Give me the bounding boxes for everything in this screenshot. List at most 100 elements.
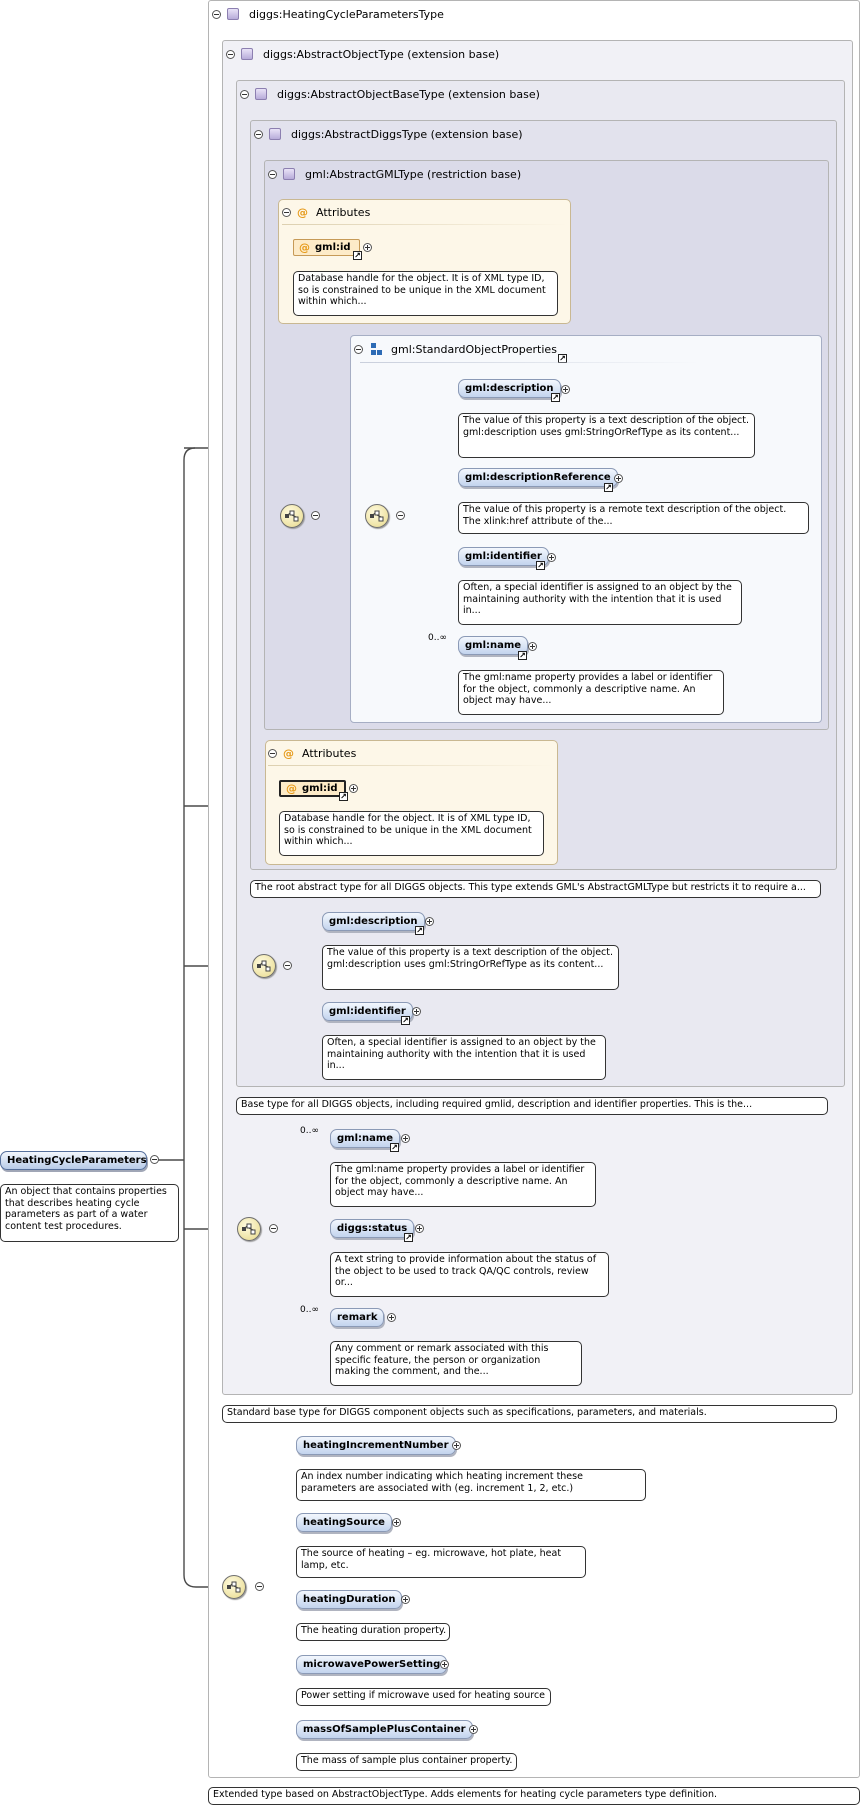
element-massofsampleplusccontainer[interactable]: massOfSamplePlusContainer — [296, 1720, 473, 1739]
group-header: gml:StandardObjectProperties — [354, 340, 557, 358]
reference-arrow-icon[interactable]: ↗ — [551, 393, 560, 402]
collapse-icon[interactable] — [212, 9, 221, 19]
expand-icon[interactable] — [401, 1595, 410, 1604]
collapse-icon[interactable] — [254, 129, 263, 139]
element-heatingsource[interactable]: heatingSource — [296, 1513, 392, 1532]
type-doc-abstractdiggstype: The root abstract type for all DIGGS obj… — [250, 880, 821, 898]
expand-icon[interactable] — [412, 1007, 421, 1016]
expand-icon[interactable] — [392, 1518, 401, 1527]
type-doc-heatingcycleparameterstype: Extended type based on AbstractObjectTyp… — [208, 1787, 860, 1805]
attribute-gml-id[interactable]: @ gml:id — [279, 780, 346, 797]
collapse-icon[interactable] — [268, 748, 277, 758]
root-element-heatingcycleparameters[interactable]: HeatingCycleParameters — [0, 1151, 147, 1170]
reference-arrow-icon[interactable]: ↗ — [401, 1016, 410, 1025]
reference-arrow-icon[interactable]: ↗ — [415, 926, 424, 935]
doc-annotation: The source of heating – eg. microwave, h… — [296, 1546, 586, 1578]
reference-arrow-icon[interactable]: ↗ — [404, 1233, 413, 1242]
complex-type-icon — [269, 128, 281, 140]
attribute-label: gml:id — [315, 242, 351, 253]
expand-icon[interactable] — [469, 1725, 478, 1734]
collapse-icon[interactable] — [311, 511, 320, 520]
element-label: massOfSamplePlusContainer — [303, 1724, 466, 1735]
expand-icon[interactable] — [363, 243, 372, 252]
expand-icon[interactable] — [561, 385, 570, 394]
reference-arrow-icon[interactable]: ↗ — [536, 561, 545, 570]
doc-annotation: The value of this property is a remote t… — [458, 502, 809, 534]
attribute-icon: @ — [297, 205, 308, 219]
doc-annotation: A text string to provide information abo… — [330, 1252, 609, 1297]
attributes-header: @ Attributes — [268, 745, 356, 761]
sequence-compositor-icon[interactable] — [365, 504, 389, 528]
collapse-icon[interactable] — [396, 511, 405, 520]
element-gml-identifier[interactable]: gml:identifier — [322, 1002, 413, 1021]
expand-icon[interactable] — [415, 1224, 424, 1233]
expand-icon[interactable] — [401, 1134, 410, 1143]
element-gml-name[interactable]: gml:name — [458, 636, 529, 655]
type-title: diggs:AbstractDiggsType (extension base) — [291, 127, 523, 141]
doc-annotation: The value of this property is a text des… — [322, 945, 619, 990]
doc-annotation: Database handle for the object. It is of… — [293, 271, 558, 316]
element-gml-description[interactable]: gml:description — [458, 379, 561, 398]
expand-icon[interactable] — [452, 1441, 461, 1450]
reference-arrow-icon[interactable]: ↗ — [604, 483, 613, 492]
collapse-icon[interactable] — [226, 49, 235, 59]
element-label: gml:name — [465, 640, 522, 651]
expand-icon[interactable] — [349, 784, 358, 793]
sequence-compositor-icon[interactable] — [237, 1217, 261, 1241]
collapse-icon[interactable] — [283, 961, 292, 970]
type-title: diggs:AbstractObjectBaseType (extension … — [277, 87, 540, 101]
attribute-label: gml:id — [302, 783, 338, 794]
element-gml-name[interactable]: gml:name — [330, 1129, 401, 1148]
expand-icon[interactable] — [387, 1313, 396, 1322]
element-label: heatingIncrementNumber — [303, 1440, 449, 1451]
expand-icon[interactable] — [528, 642, 537, 651]
attributes-title: Attributes — [302, 746, 357, 760]
collapse-icon[interactable] — [282, 207, 291, 217]
collapse-icon[interactable] — [354, 344, 363, 354]
doc-annotation: The heating duration property. — [296, 1623, 450, 1641]
element-gml-descriptionreference[interactable]: gml:descriptionReference — [458, 468, 618, 487]
cardinality-label: 0..∞ — [300, 1126, 319, 1136]
collapse-icon[interactable] — [150, 1155, 159, 1164]
doc-annotation: An index number indicating which heating… — [296, 1469, 646, 1501]
attributes-title: Attributes — [316, 205, 371, 219]
sequence-compositor-icon[interactable] — [222, 1575, 246, 1599]
complex-type-icon — [283, 168, 295, 180]
attribute-gml-id[interactable]: @ gml:id — [293, 239, 360, 256]
complex-type-icon — [227, 8, 239, 20]
cardinality-label: 0..∞ — [300, 1305, 319, 1315]
separator — [282, 224, 568, 225]
expand-icon[interactable] — [440, 1660, 449, 1669]
reference-arrow-icon[interactable]: ↗ — [518, 651, 527, 660]
sequence-compositor-icon[interactable] — [280, 504, 304, 528]
separator — [268, 765, 554, 766]
root-doc-annotation: An object that contains properties that … — [0, 1184, 179, 1242]
expand-icon[interactable] — [614, 474, 623, 483]
element-label: gml:name — [337, 1133, 394, 1144]
collapse-icon[interactable] — [268, 169, 277, 179]
reference-arrow-icon[interactable]: ↗ — [353, 251, 362, 260]
collapse-icon[interactable] — [255, 1582, 264, 1591]
element-gml-description[interactable]: gml:description — [322, 912, 425, 931]
element-label: gml:description — [465, 383, 554, 394]
element-heatingduration[interactable]: heatingDuration — [296, 1590, 403, 1609]
element-heatingincrementnumber[interactable]: heatingIncrementNumber — [296, 1436, 456, 1455]
element-remark[interactable]: remark — [330, 1308, 385, 1327]
expand-icon[interactable] — [425, 917, 434, 926]
element-diggs-status[interactable]: diggs:status — [330, 1219, 415, 1238]
reference-arrow-icon[interactable]: ↗ — [339, 792, 348, 801]
type-header-heatingcycleparameterstype: diggs:HeatingCycleParametersType — [212, 5, 444, 23]
element-label: gml:identifier — [329, 1006, 406, 1017]
complex-type-icon — [241, 48, 253, 60]
doc-annotation: The gml:name property provides a label o… — [330, 1162, 596, 1207]
element-label: remark — [337, 1312, 378, 1323]
element-gml-identifier[interactable]: gml:identifier — [458, 547, 549, 566]
type-doc-abstractobjecttype: Standard base type for DIGGS component o… — [222, 1405, 837, 1423]
element-microwavepowersetting[interactable]: microwavePowerSetting — [296, 1655, 448, 1674]
sequence-compositor-icon[interactable] — [252, 954, 276, 978]
element-label: gml:identifier — [465, 551, 542, 562]
reference-arrow-icon[interactable]: ↗ — [390, 1143, 399, 1152]
collapse-icon[interactable] — [240, 89, 249, 99]
expand-icon[interactable] — [547, 553, 556, 562]
collapse-icon[interactable] — [269, 1224, 278, 1233]
